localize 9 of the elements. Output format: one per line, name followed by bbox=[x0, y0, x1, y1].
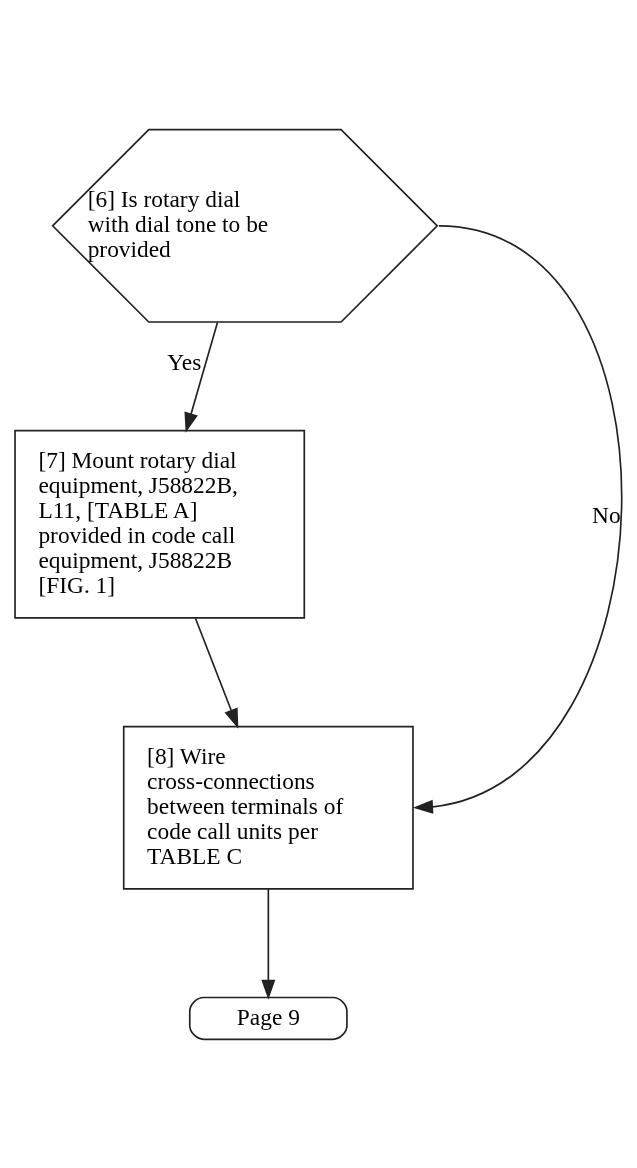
edge-label: Yes bbox=[167, 348, 202, 375]
arrow bbox=[412, 224, 623, 814]
node-box: [7] Mount rotary dial equipment, J58822B, L11, [TABLE A] provided in code call equipment, J58822B [FIG. 1] bbox=[14, 429, 306, 619]
node-box: [8] Wire cross-connections between terminals of code call units per TABLE C bbox=[122, 725, 414, 890]
edge-label: No bbox=[592, 501, 621, 528]
arrow bbox=[184, 321, 219, 433]
node-box: Page 9 bbox=[188, 996, 348, 1040]
arrow bbox=[261, 887, 276, 1000]
arrow bbox=[194, 617, 239, 729]
